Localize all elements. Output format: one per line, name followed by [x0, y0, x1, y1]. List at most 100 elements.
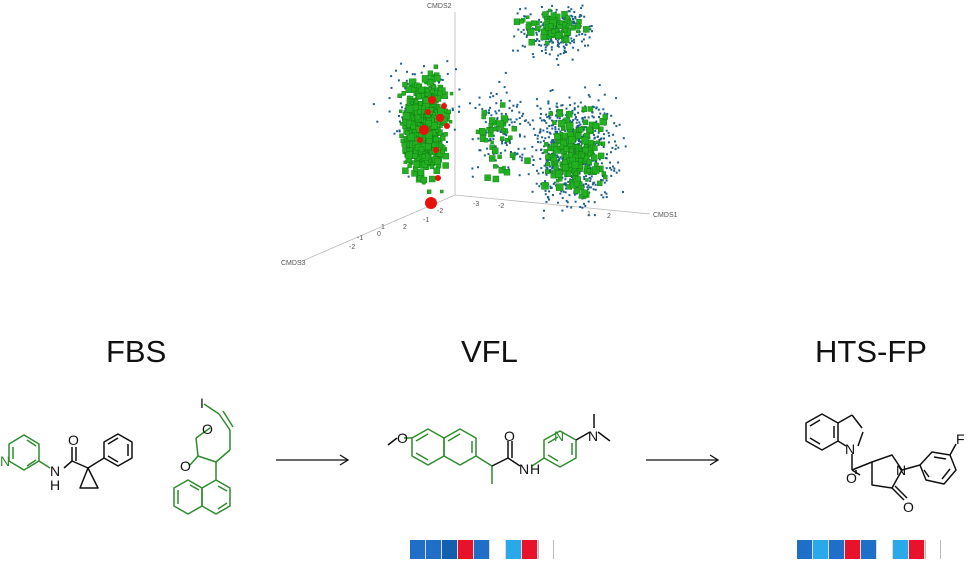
scatter-dot: [544, 52, 547, 55]
scatter-dot: [536, 38, 539, 41]
scatter-dot: [567, 180, 570, 183]
scatter-dot: [595, 107, 598, 110]
scatter-dot: [453, 128, 456, 131]
axis-label-cmds1: CMDS1: [653, 212, 678, 219]
scatter-cube: [592, 145, 598, 151]
scatter-dot: [574, 200, 577, 203]
scatter-cube: [586, 126, 593, 134]
scatter-dot: [548, 143, 551, 146]
scatter-dot: [587, 116, 590, 119]
scatter-dot: [571, 130, 574, 133]
scatter-cube: [561, 132, 569, 140]
scatter-dot: [606, 112, 609, 115]
tick-cmds3-2: 0: [377, 231, 381, 238]
scatter-dot: [535, 98, 538, 101]
scatter-cube: [550, 12, 557, 18]
scatter-dot: [597, 99, 600, 102]
scatter-dot: [479, 149, 482, 152]
scatter-dot: [536, 134, 539, 137]
scatter-dot: [624, 145, 627, 148]
pyridine-ring: [8, 434, 51, 471]
scatter-dot: [576, 125, 579, 127]
scatter-dot: [589, 177, 592, 180]
scatter-dot: [523, 119, 526, 122]
fingerprint-hts-bit-7: [909, 540, 925, 559]
scatter-dot: [438, 81, 440, 84]
scatter-dot: [605, 167, 608, 170]
scatter-dot: [539, 130, 542, 133]
scatter-cube: [421, 75, 430, 83]
scatter-cube: [481, 110, 487, 116]
scatter-dot: [508, 107, 511, 110]
scatter-dot: [613, 169, 616, 172]
scatter-dot: [574, 17, 577, 20]
fingerprint-vfl-bit-4: [474, 540, 490, 559]
scatter-dot: [523, 147, 526, 150]
scatter-dot: [401, 106, 403, 109]
scatter-dot: [508, 140, 511, 142]
scatter-dot: [515, 105, 518, 108]
scatter-dot: [505, 134, 508, 137]
scatter-dot: [548, 198, 550, 201]
scatter-dot: [400, 62, 403, 65]
scatter-dot: [547, 196, 550, 199]
scatter-cube: [402, 167, 409, 174]
scatter-dot: [622, 137, 625, 140]
cmds-scatter-plot: CMDS2 CMDS1 CMDS3 -3 -2 1 2 -2 -1 0 1 2 …: [281, 3, 678, 267]
scatter-dot: [609, 161, 611, 164]
scatter-dot: [573, 102, 576, 105]
scatter-dot: [582, 38, 585, 41]
atom-o-ketone: O: [846, 470, 857, 486]
scatter-dot: [573, 108, 576, 111]
scatter-cube: [593, 162, 599, 167]
scatter-cube: [492, 147, 499, 154]
atom-n-dimethyl: N: [588, 428, 598, 444]
atom-h-amide: H: [530, 461, 540, 477]
scatter-cube: [566, 122, 574, 130]
scatter-dot: [578, 15, 581, 18]
scatter-sphere: [425, 197, 437, 209]
scatter-dot: [547, 152, 550, 155]
scatter-dot: [469, 102, 471, 105]
scatter-cube: [584, 165, 588, 170]
scatter-dot: [531, 53, 534, 56]
scatter-cube: [581, 136, 589, 145]
scatter-dot: [563, 47, 566, 49]
scatter-dot: [558, 117, 561, 120]
scatter-dot: [492, 138, 495, 140]
scatter-cube: [598, 141, 602, 146]
scatter-dot: [549, 171, 552, 174]
scatter-dot: [573, 38, 575, 41]
scatter-dot: [542, 217, 545, 220]
scatter-dot: [593, 136, 596, 139]
scatter-dot: [583, 175, 586, 178]
scatter-dot: [529, 13, 532, 16]
scatter-dot: [610, 151, 612, 154]
scatter-cube: [442, 162, 449, 169]
scatter-dot: [538, 131, 541, 134]
scatter-dot: [592, 134, 595, 136]
scatter-cube: [578, 158, 583, 163]
scatter-dot: [522, 112, 525, 115]
scatter-cube: [555, 32, 562, 39]
scatter-dot: [546, 127, 549, 130]
scatter-dot: [540, 167, 543, 170]
scatter-dot: [561, 196, 564, 199]
scatter-dot: [546, 116, 549, 119]
scatter-cube: [440, 189, 444, 194]
scatter-dot: [401, 116, 404, 119]
scatter-dot: [605, 192, 608, 195]
scatter-dot: [577, 126, 580, 129]
scatter-cube: [588, 139, 594, 146]
scatter-dot: [572, 119, 575, 122]
scatter-dot: [564, 129, 567, 132]
scatter-cube: [410, 101, 414, 105]
scatter-dot: [581, 4, 584, 7]
scatter-dot: [578, 143, 580, 145]
scatter-cube: [399, 121, 404, 126]
fingerprint-vfl: [410, 540, 554, 559]
scatter-dot: [492, 95, 495, 98]
scatter-dot: [516, 12, 519, 15]
scatter-cube: [556, 110, 563, 117]
scatter-dot: [594, 143, 597, 146]
